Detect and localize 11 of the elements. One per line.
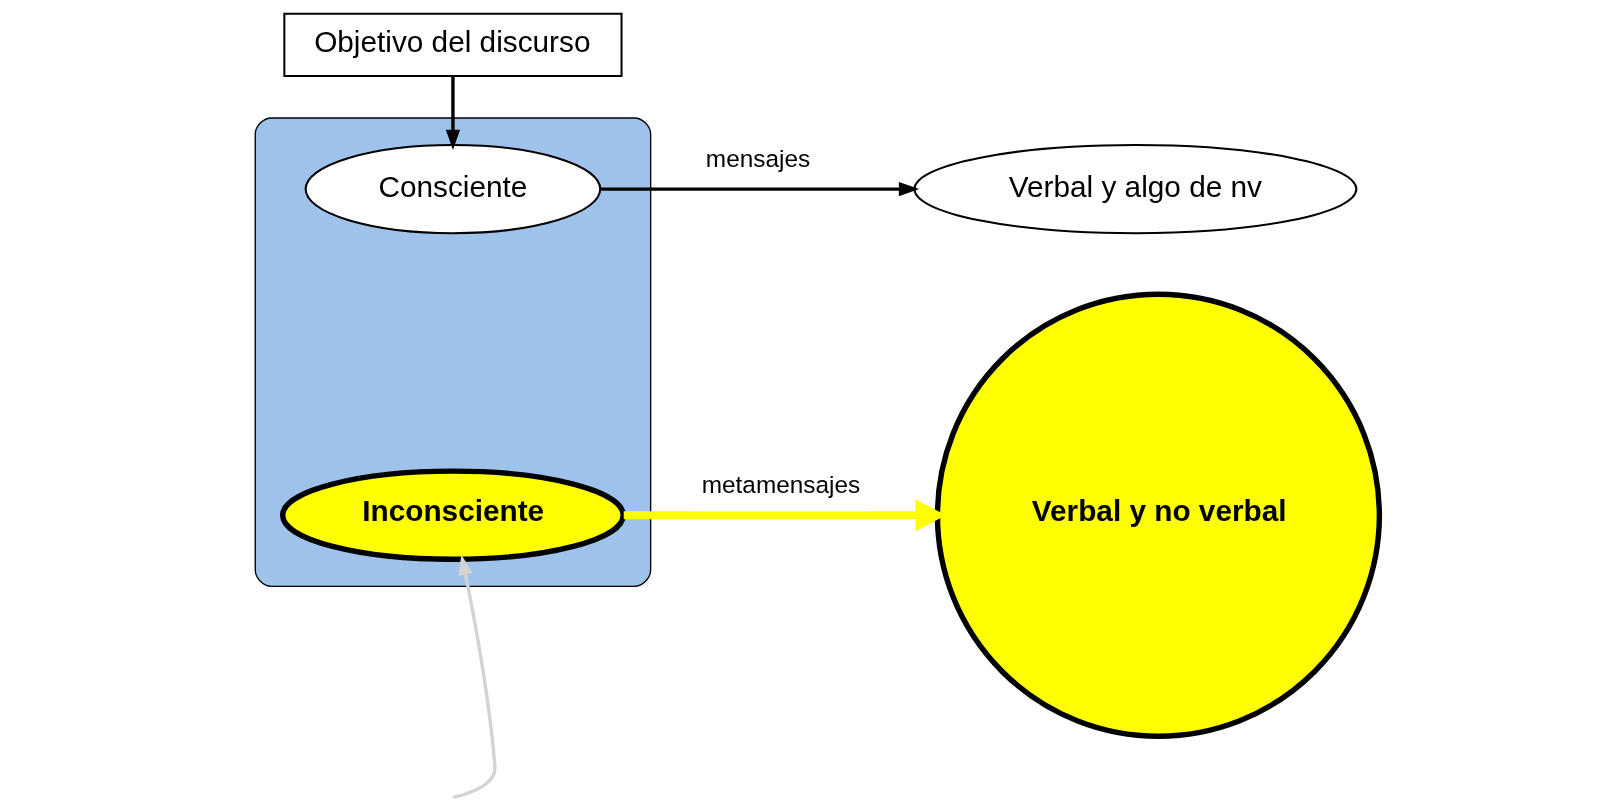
edge-label: metamensajes: [701, 470, 861, 498]
node-box: Objetivo del discurso: [283, 12, 623, 77]
arrow: [445, 76, 461, 150]
node-ellipse: Consciente: [304, 144, 602, 235]
node-ellipse: Inconsciente: [280, 468, 626, 562]
node-circle: Verbal y no verbal: [934, 291, 1383, 739]
edge-label: mensajes: [705, 144, 811, 172]
arrow: [600, 181, 920, 197]
cluster: [254, 117, 652, 588]
arrow: [452, 554, 497, 799]
node-ellipse: Verbal y algo de nv: [913, 144, 1358, 235]
